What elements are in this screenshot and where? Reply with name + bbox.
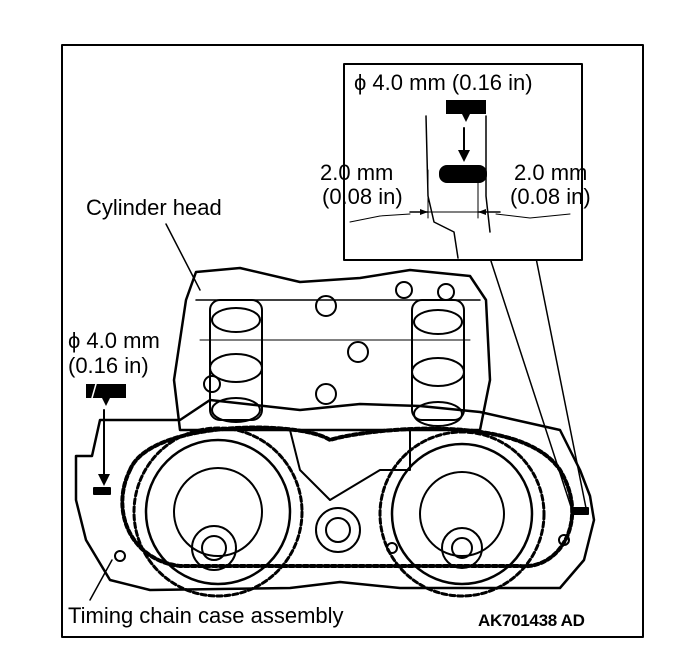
camshaft-left	[209, 299, 263, 423]
sealant-width-left-in-label: (0.16 in)	[68, 353, 149, 378]
sealant-mark-right	[571, 507, 589, 515]
leader-callout-b	[535, 257, 587, 509]
cylinder-head-label: Cylinder head	[86, 195, 222, 220]
sealant-bead-detail	[439, 165, 487, 183]
sealant-nozzle-icon-left	[86, 383, 126, 486]
left-offset-in-label: (0.08 in)	[322, 184, 403, 209]
cylinder-head	[172, 266, 492, 432]
sealant-nozzle-icon-top	[446, 100, 486, 162]
leader-callout-a	[489, 257, 573, 511]
timing-chain-case	[74, 398, 596, 592]
sprocket-right	[378, 430, 546, 598]
figure-code: AK701438 AD	[478, 611, 585, 630]
right-offset-in-label: (0.08 in)	[510, 184, 591, 209]
leader-cylinder-head	[165, 223, 201, 291]
left-offset-mm-label: 2.0 mm	[320, 160, 394, 185]
camshaft-right	[411, 299, 465, 427]
leader-timing-chain-case	[89, 559, 113, 601]
sealant-width-left-mm-label: ϕ 4.0 mm	[68, 328, 160, 353]
sealant-width-top-label: ϕ 4.0 mm (0.16 in)	[354, 70, 533, 95]
timing-chain	[120, 425, 575, 569]
figure-frame	[61, 44, 644, 638]
detail-callout-box	[343, 63, 583, 261]
right-offset-mm-label: 2.0 mm	[514, 160, 588, 185]
sealant-mark-left	[93, 487, 111, 495]
timing-chain-case-label: Timing chain case assembly	[68, 603, 344, 628]
sprocket-left	[132, 426, 304, 598]
